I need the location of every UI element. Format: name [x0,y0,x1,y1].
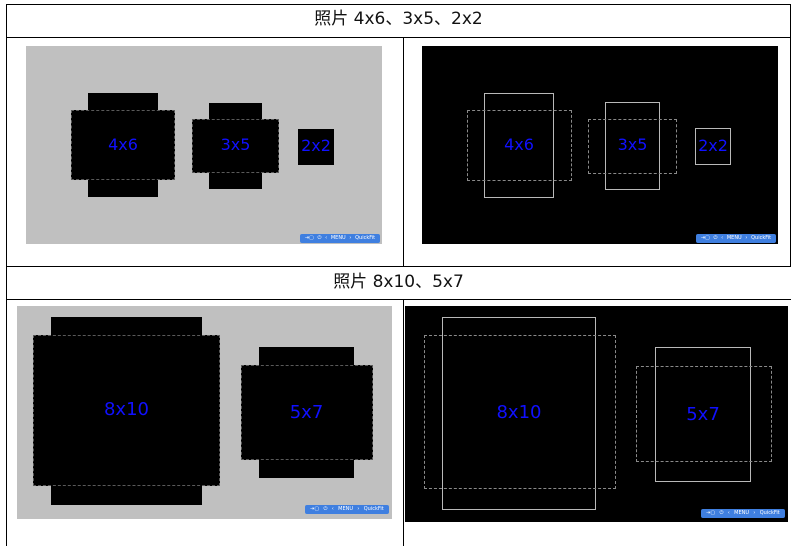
outline-5x7-portrait [655,347,751,482]
gray-panel-4x6-3x5-2x2: 4x6 3x5 2x2 ⇥▢ ⏻ ‹ MENU › QuickFit [26,46,382,244]
prev-icon[interactable]: ‹ [325,235,328,241]
outline-4x6-landscape [467,110,572,181]
quickfit-button[interactable]: QuickFit [759,510,780,516]
quickfit-button[interactable]: QuickFit [363,506,384,512]
gray-panel-8x10-5x7: 8x10 5x7 ⇥▢ ⏻ ‹ MENU › QuickFit [17,306,392,519]
black-panel-4x6-3x5-2x2: 4x6 3x5 2x2 ⇥▢ ⏻ ‹ MENU › QuickFit [422,46,778,244]
outline-4x6-portrait [484,93,554,198]
next-icon[interactable]: › [745,235,748,241]
label-8x10: 8x10 [496,402,542,423]
label-2x2: 2x2 [301,136,331,155]
table-row-divider [6,299,791,300]
osd-quickfit-bar[interactable]: ⇥▢ ⏻ ‹ MENU › QuickFit [300,234,380,243]
power-icon[interactable]: ⏻ [713,235,718,241]
table-border-left [6,4,7,546]
prev-icon[interactable]: ‹ [727,510,730,516]
power-icon[interactable]: ⏻ [719,510,724,516]
osd-quickfit-bar[interactable]: ⇥▢ ⏻ ‹ MENU › QuickFit [305,505,389,514]
osd-quickfit-bar[interactable]: ⇥▢ ⏻ ‹ MENU › QuickFit [696,234,776,243]
quickfit-button[interactable]: QuickFit [355,235,376,241]
prev-icon[interactable]: ‹ [331,506,334,512]
input-icon[interactable]: ⇥▢ [700,235,710,241]
next-icon[interactable]: › [357,506,360,512]
table-row-divider [6,266,791,267]
next-icon[interactable]: › [753,510,756,516]
outline-5x7-landscape [636,366,772,462]
frame-8x10-landscape [33,335,220,486]
prev-icon[interactable]: ‹ [721,235,724,241]
menu-button[interactable]: MENU [734,510,750,516]
frame-3x5-landscape [192,119,279,173]
menu-button[interactable]: MENU [338,506,354,512]
label-3x5: 3x5 [220,135,251,154]
outline-8x10-portrait [442,317,596,510]
osd-quickfit-bar[interactable]: ⇥▢ ⏻ ‹ MENU › QuickFit [701,509,785,518]
label-5x7: 5x7 [686,404,720,425]
label-4x6: 4x6 [108,135,138,154]
table-border-top [6,4,791,5]
frame-5x7-landscape [241,365,373,460]
comparison-table [6,4,791,546]
outline-2x2 [695,128,731,165]
label-8x10: 8x10 [103,399,149,420]
menu-button[interactable]: MENU [726,235,742,241]
frame-4x6-outline [71,110,175,180]
row2-header: 照片 8x10、5x7 [333,272,464,292]
quickfit-button[interactable]: QuickFit [751,235,772,241]
frame-3x5-outline [192,119,279,173]
power-icon[interactable]: ⏻ [323,506,328,512]
frame-4x6-landscape [71,110,175,180]
label-4x6: 4x6 [504,135,534,154]
table-column-divider [403,37,404,266]
input-icon[interactable]: ⇥▢ [304,235,314,241]
frame-8x10-outline [33,335,220,486]
label-3x5: 3x5 [617,135,648,154]
outline-3x5-landscape [588,119,677,174]
outline-3x5-portrait [605,102,660,190]
black-panel-8x10-5x7: 8x10 5x7 ⇥▢ ⏻ ‹ MENU › QuickFit [405,306,788,522]
outline-8x10-landscape [424,335,616,489]
next-icon[interactable]: › [349,235,352,241]
frame-5x7-outline [241,365,373,460]
table-row-divider [6,37,791,38]
table-border-right [790,4,791,266]
power-icon[interactable]: ⏻ [317,235,322,241]
menu-button[interactable]: MENU [330,235,346,241]
input-icon[interactable]: ⇥▢ [706,510,716,516]
input-icon[interactable]: ⇥▢ [310,506,320,512]
table-column-divider [403,299,404,546]
label-5x7: 5x7 [289,402,324,423]
frame-2x2 [298,129,334,165]
label-2x2: 2x2 [698,136,728,155]
row1-header: 照片 4x6、3x5、2x2 [314,9,483,29]
